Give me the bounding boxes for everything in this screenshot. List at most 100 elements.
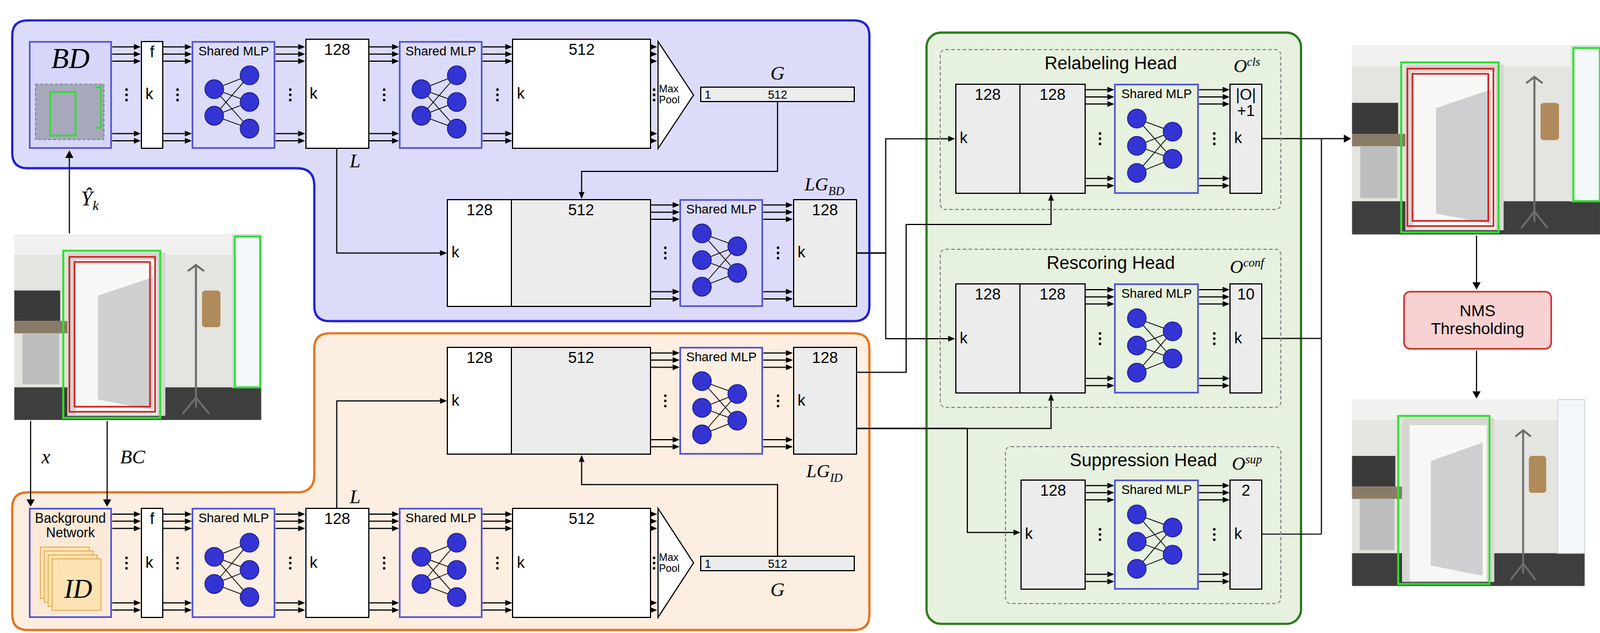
arrowhead bbox=[948, 335, 956, 342]
connector-line bbox=[1198, 492, 1223, 494]
ellipsis-dot bbox=[776, 246, 780, 250]
arrow-connector bbox=[111, 511, 141, 613]
layout-arrowheads bbox=[1472, 282, 1481, 290]
layout-arrows bbox=[30, 421, 32, 502]
box-drawing bbox=[94, 87, 101, 128]
connector-line bbox=[651, 218, 674, 220]
box-label: Shared MLP bbox=[1121, 87, 1192, 102]
box-drawing bbox=[35, 84, 104, 140]
connector-line bbox=[369, 53, 392, 55]
box-label: 512 bbox=[567, 202, 594, 220]
connector-line bbox=[651, 359, 674, 361]
ellipsis-dot bbox=[776, 256, 780, 260]
feature-box: 128k bbox=[793, 346, 858, 455]
box-drawing bbox=[728, 411, 747, 431]
box-drawing bbox=[240, 65, 260, 85]
box-drawing bbox=[728, 384, 747, 405]
arrowhead bbox=[505, 58, 512, 65]
box-drawing bbox=[1115, 285, 1198, 392]
connector-line bbox=[369, 140, 392, 142]
connector-line bbox=[1085, 492, 1108, 494]
box-drawing bbox=[412, 79, 431, 99]
connector-line bbox=[1085, 573, 1108, 575]
ellipsis-dot bbox=[382, 88, 386, 92]
arrowhead bbox=[1222, 496, 1230, 503]
box-label: Max Pool bbox=[659, 552, 684, 575]
ellipsis-dot bbox=[496, 98, 500, 102]
ellipsis-dot bbox=[176, 98, 179, 102]
connector-line bbox=[763, 218, 786, 220]
box-drawing bbox=[193, 509, 274, 617]
arrow-connector bbox=[1085, 482, 1115, 585]
arrowhead bbox=[1222, 293, 1230, 300]
math-label: Ŷk bbox=[80, 187, 99, 211]
connector-line bbox=[763, 359, 786, 361]
connector-line bbox=[763, 298, 786, 300]
arrowhead bbox=[298, 607, 306, 613]
connector-line bbox=[369, 528, 392, 530]
box-label: Shared MLP bbox=[405, 44, 477, 59]
connector-line bbox=[163, 140, 186, 142]
box-drawing bbox=[447, 65, 466, 85]
box-drawing bbox=[692, 398, 712, 418]
arrowhead bbox=[184, 607, 192, 613]
pool-triangle: Max Pool bbox=[657, 507, 695, 619]
arrowhead bbox=[133, 131, 141, 137]
output-photo bbox=[1573, 47, 1600, 202]
layout-arrowheads bbox=[65, 150, 74, 159]
arrowhead bbox=[1107, 101, 1114, 107]
box-label: Shared MLP bbox=[198, 44, 269, 59]
box-label: 128 bbox=[812, 349, 839, 368]
box-drawing bbox=[728, 236, 747, 256]
arrowhead bbox=[1222, 87, 1230, 93]
script-part: cls bbox=[1246, 54, 1261, 69]
connector-line bbox=[482, 528, 506, 530]
arrowhead bbox=[672, 216, 680, 223]
arrowhead bbox=[505, 518, 512, 525]
ellipsis-dot bbox=[1098, 342, 1102, 346]
arrowhead bbox=[650, 43, 658, 50]
script-part: conf bbox=[1243, 255, 1265, 269]
arrowhead bbox=[1107, 94, 1114, 100]
connector-line bbox=[163, 609, 186, 611]
connector-line bbox=[275, 528, 298, 530]
feature-box: 128k bbox=[446, 346, 512, 455]
arrowhead bbox=[391, 607, 399, 613]
ellipsis-dot bbox=[125, 562, 129, 566]
box-drawing bbox=[447, 533, 466, 553]
math-label: L bbox=[349, 486, 361, 508]
box-drawing bbox=[1127, 136, 1147, 156]
ellipsis-dot bbox=[289, 93, 293, 97]
arrow-connector bbox=[482, 511, 512, 613]
arrow-connector bbox=[650, 43, 658, 144]
mlp-box: Shared MLP bbox=[191, 40, 276, 149]
ellipsis-dot bbox=[125, 556, 129, 560]
box-label: 128 bbox=[324, 41, 351, 59]
box-drawing bbox=[1163, 349, 1183, 369]
box-drawing bbox=[447, 92, 466, 112]
layout-arrowheads bbox=[1343, 134, 1351, 143]
box-label: Relabeling Head bbox=[1044, 53, 1177, 74]
arrowhead bbox=[1107, 578, 1114, 585]
box-label: Suppression Head bbox=[1069, 450, 1217, 471]
connector-line bbox=[369, 602, 392, 604]
ellipsis-dot bbox=[776, 394, 780, 398]
arrowhead bbox=[133, 511, 141, 518]
ellipsis-dot bbox=[652, 98, 656, 102]
box-drawing bbox=[692, 425, 712, 445]
arrowhead bbox=[1222, 578, 1230, 585]
region-heads bbox=[926, 32, 1302, 625]
ellipsis-dot bbox=[1212, 142, 1216, 146]
box-drawing bbox=[240, 92, 260, 112]
arrowhead bbox=[672, 202, 680, 208]
connector-line bbox=[275, 609, 298, 611]
feature-box: 128k bbox=[446, 199, 512, 308]
ellipsis-dot bbox=[125, 88, 129, 92]
connector-line bbox=[1198, 89, 1223, 91]
box-drawing bbox=[204, 79, 224, 99]
arrowhead bbox=[650, 600, 658, 607]
box-drawing bbox=[1163, 545, 1183, 565]
connector-line bbox=[111, 528, 134, 530]
arrowhead bbox=[786, 357, 794, 364]
